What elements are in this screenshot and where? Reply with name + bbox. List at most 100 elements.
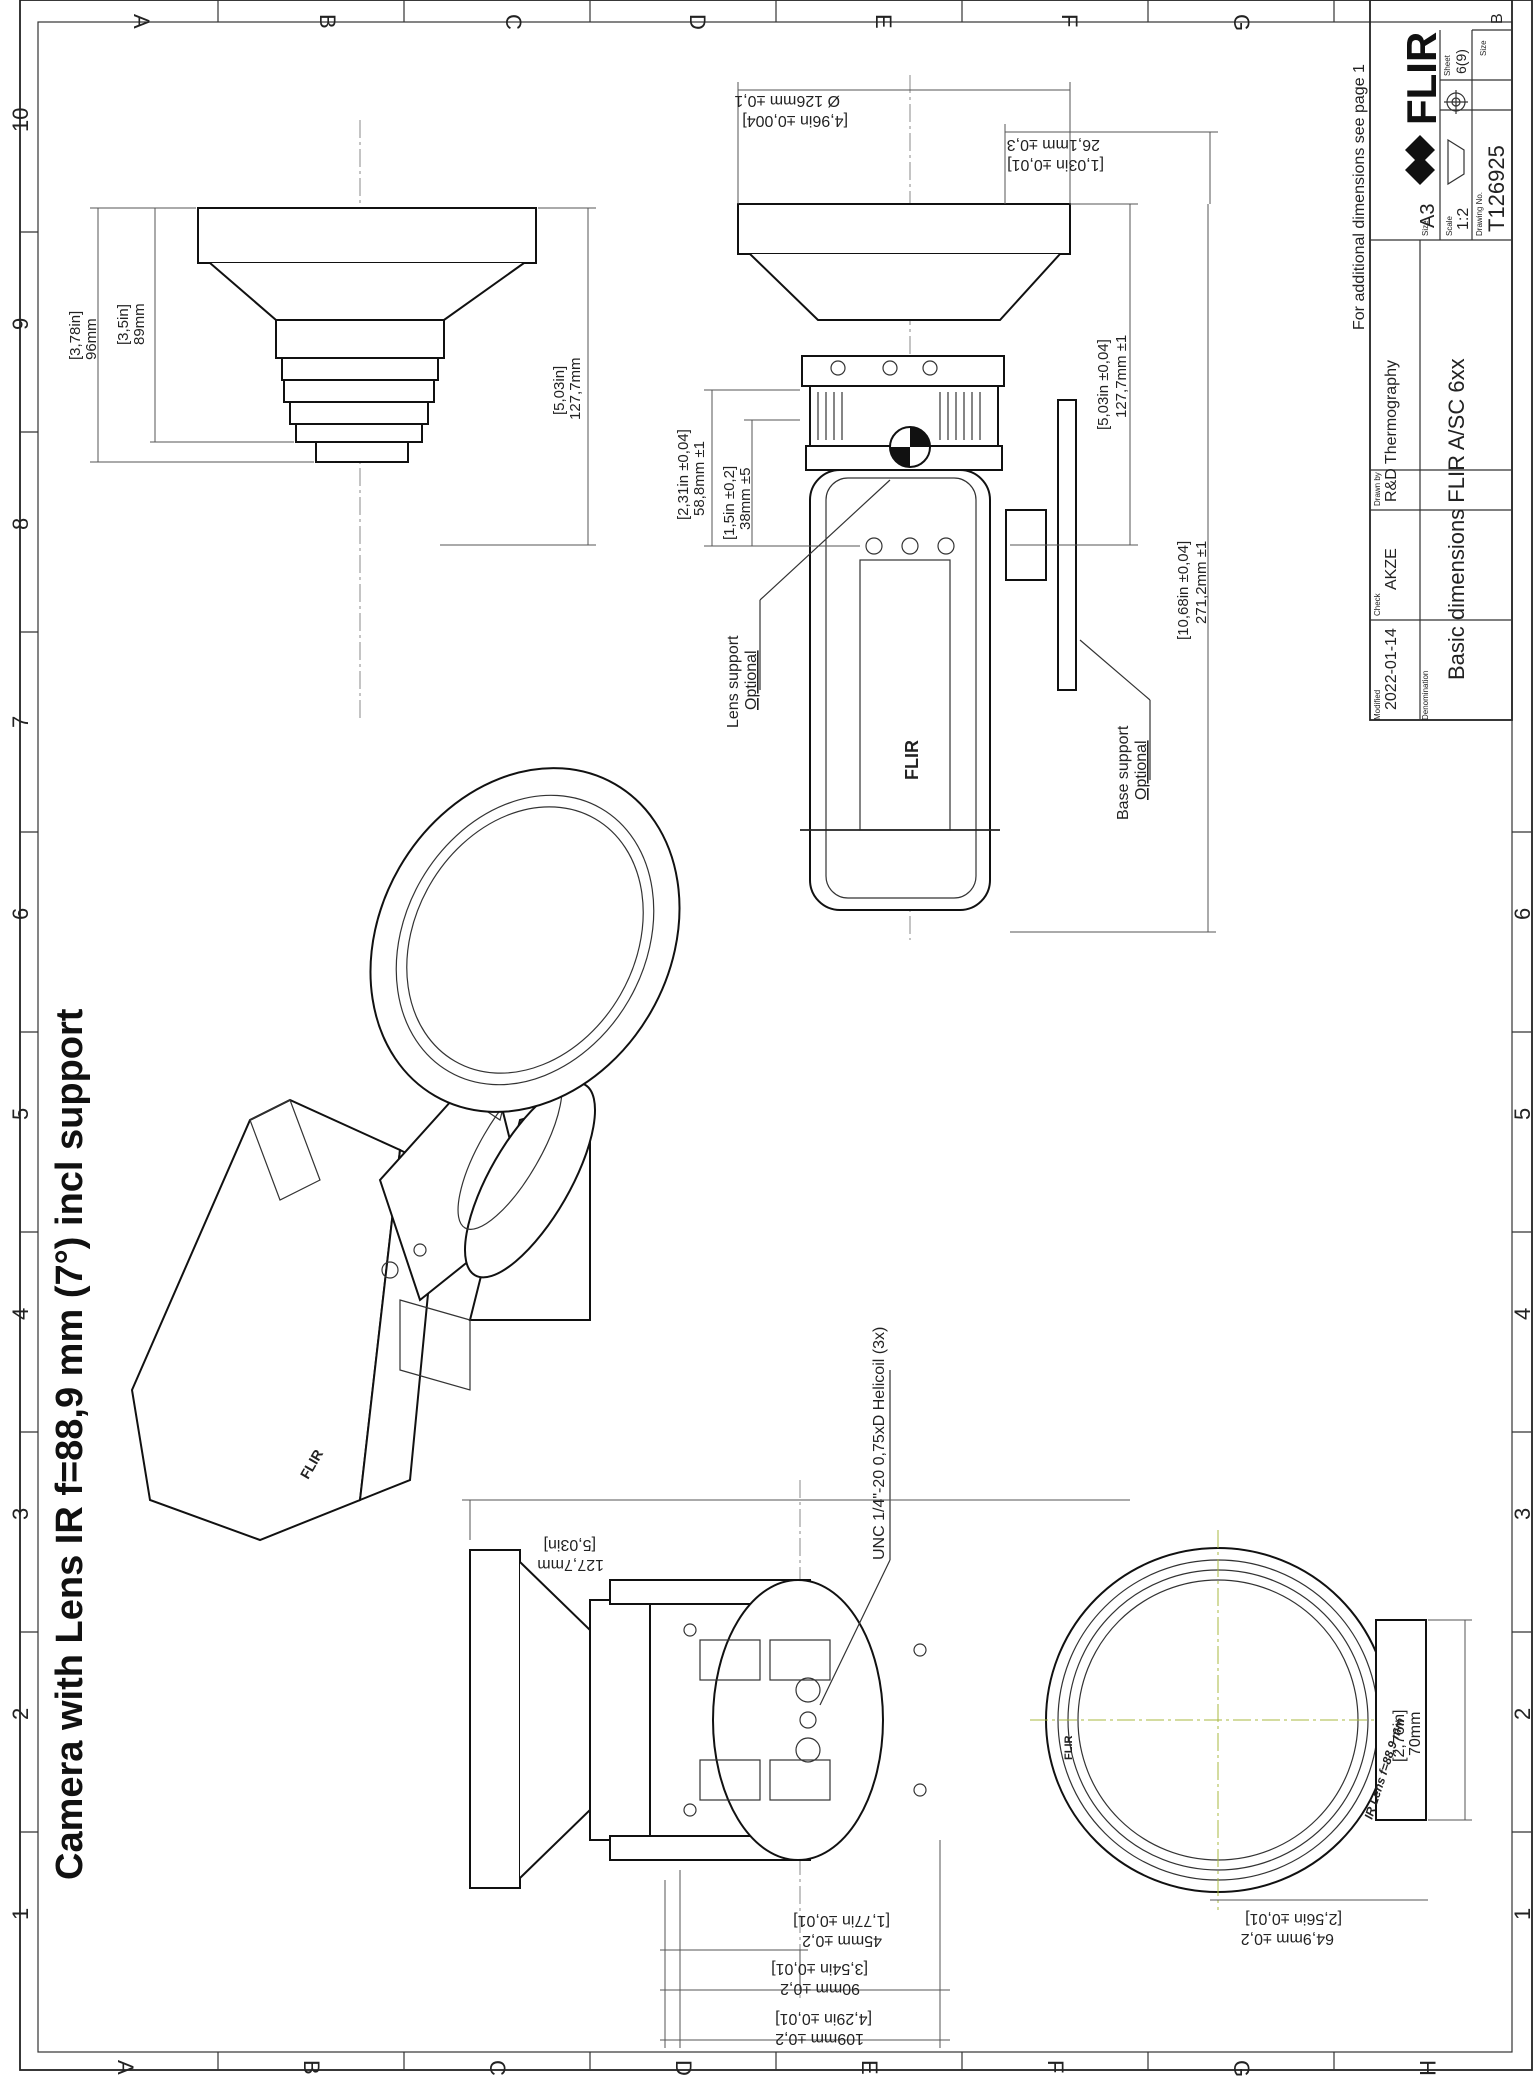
dim-271-inch: [10,68in ±0,04] xyxy=(1175,541,1192,640)
size-label: Size xyxy=(1421,220,1430,236)
camera-body xyxy=(809,469,991,911)
dim-bottom-109-mm: 109mm ±0,2 xyxy=(775,2030,864,2047)
inner-frame xyxy=(37,21,1513,2053)
additional-dimensions-note: For additional dimensions see page 1 xyxy=(1351,64,1368,330)
dim-271-mm: 271,2mm ±1 xyxy=(1193,541,1210,624)
grid-letter-f: F xyxy=(1057,14,1082,27)
grid-number-5-right: 5 xyxy=(1510,1108,1535,1120)
drawing-number-label: Drawing No. xyxy=(1475,192,1484,236)
flir-logo: FLIR xyxy=(1398,32,1445,185)
dim-58-mm: 58,8mm ±1 xyxy=(691,441,708,516)
grid-number-2-right: 2 xyxy=(1510,1708,1535,1720)
grid-letter-d: D xyxy=(685,14,710,30)
dim-26-inch: [1,03in ±0,01] xyxy=(1007,156,1104,173)
dim-96-mm: 96mm xyxy=(83,318,100,360)
grid-left: 1 2 3 4 5 6 7 8 9 10 xyxy=(8,108,38,1920)
dim-127-side-inch: [5,03in ±0,04] xyxy=(1095,339,1112,430)
projection-symbol-icon xyxy=(1444,90,1468,186)
grid-number-6: 6 xyxy=(8,908,33,920)
modified-label: Modified xyxy=(1373,690,1382,720)
dim-89-mm: 89mm xyxy=(131,303,148,345)
grid-number-8: 8 xyxy=(8,518,33,530)
dim-bottom-127-mm: 127,7mm xyxy=(537,1556,604,1573)
sheet-value: 6(9) xyxy=(1453,49,1469,74)
base-support-label: Base support xyxy=(1115,725,1132,820)
grid-number-10: 10 xyxy=(8,108,33,132)
grid-number-3: 3 xyxy=(8,1508,33,1520)
size2-value: B xyxy=(1489,13,1506,24)
grid-number-6-right: 6 xyxy=(1510,908,1535,920)
grid-top: A B C D E F G xyxy=(129,0,1335,31)
grid-letter-b-bottom: B xyxy=(299,2060,324,2075)
dim-bottom-45-inch: [1,77in ±0,01] xyxy=(793,1912,890,1929)
grid-letter-a-bottom: A xyxy=(113,2060,138,2075)
dim-89-inch: [3,5in] xyxy=(115,304,132,345)
grid-number-9: 9 xyxy=(8,318,33,330)
dim-bottom-45-mm: 45mm ±0,2 xyxy=(802,1932,882,1949)
body-brand-label: FLIR xyxy=(902,740,922,780)
camera-side-dimensions: Ø 126mm ±0,1 [4,96in ±0,004] 26,1mm ±0,3… xyxy=(675,82,1218,933)
dim-126-inch: [4,96in ±0,004] xyxy=(742,112,848,129)
dim-127-mm: 127,7mm xyxy=(567,357,584,420)
camera-side-view: FLIR xyxy=(737,75,1077,940)
base-support-optional: Optional xyxy=(1133,740,1150,800)
size2-label: Size xyxy=(1479,40,1488,56)
flir-logo-text: FLIR xyxy=(1398,32,1445,125)
grid-letter-h-bottom: H xyxy=(1415,2060,1440,2076)
dim-38-mm: 38mm ±5 xyxy=(737,468,754,530)
iso-lens-hood xyxy=(369,767,681,1113)
dim-127-side-mm: 127,7mm ±1 xyxy=(1113,335,1130,418)
size-value: A3 xyxy=(1417,204,1439,228)
dim-126-mm: Ø 126mm ±0,1 xyxy=(734,92,840,109)
grid-letter-f-bottom: F xyxy=(1043,2060,1068,2073)
check-value: AKZE xyxy=(1383,548,1400,590)
dim-bottom-127-inch: [5,03in] xyxy=(544,1536,596,1553)
base-plate xyxy=(712,1579,884,1861)
dim-front-70-inch: [2,76in] xyxy=(1391,1710,1408,1762)
scale-value: 1:2 xyxy=(1455,208,1472,230)
grid-bottom: A B C D E F G H xyxy=(113,2052,1440,2077)
grid-number-1-right: 1 xyxy=(1510,1908,1535,1920)
grid-number-7: 7 xyxy=(8,716,33,728)
dim-front-70-mm: 70mm xyxy=(1407,1712,1424,1756)
bottom-view-dimensions: 127,7mm [5,03in] 45mm ±0,2 [1,77in ±0,01… xyxy=(462,1499,1130,2048)
dim-bottom-109-inch: [4,29in ±0,01] xyxy=(775,2010,872,2027)
bottom-view: UNC 1/4"-20 0,75xD Helicoil (3x) xyxy=(469,1327,927,2000)
modified-date: 2022-01-14 xyxy=(1383,628,1400,710)
grid-letter-b: B xyxy=(315,14,340,29)
helicoil-label: UNC 1/4"-20 0,75xD Helicoil (3x) xyxy=(871,1327,888,1560)
front-view-dimensions: [2,76in] 70mm 64,9mm ±0,2 [2,56in ±0,01] xyxy=(1210,1619,1472,1947)
lens-support-label: Lens support xyxy=(725,635,742,728)
grid-letter-d-bottom: D xyxy=(671,2060,696,2076)
grid-number-3-right: 3 xyxy=(1510,1508,1535,1520)
dim-96-inch: [3,78in] xyxy=(67,311,84,360)
dim-front-64-mm: 64,9mm ±0,2 xyxy=(1241,1930,1334,1947)
drawing-title: Camera with Lens IR f=88,9 mm (7°) incl … xyxy=(49,1008,91,1880)
grid-number-4-right: 4 xyxy=(1510,1308,1535,1320)
drawn-by-value: R&D Thermography xyxy=(1383,360,1400,502)
grid-letter-g-bottom: G xyxy=(1229,2060,1254,2077)
dim-bottom-90-mm: 90mm ±0,2 xyxy=(780,1980,860,1997)
check-label: Check xyxy=(1373,592,1382,616)
grid-letter-g: G xyxy=(1229,14,1254,31)
grid-number-1: 1 xyxy=(8,1908,33,1920)
grid-letter-c: C xyxy=(501,14,526,30)
scale-label: Scale xyxy=(1445,215,1454,236)
dim-38-inch: [1,5in ±0,2] xyxy=(721,466,738,540)
grid-letter-a: A xyxy=(129,14,154,29)
lens-support-optional: Optional xyxy=(743,650,760,710)
iso-body xyxy=(130,1098,402,1542)
dim-127-inch: [5,03in] xyxy=(551,366,568,415)
drawing-number-value: T126925 xyxy=(1484,145,1509,232)
grid-letter-e-bottom: E xyxy=(857,2060,882,2075)
dim-58-inch: [2,31in ±0,04] xyxy=(675,429,692,520)
dim-bottom-90-inch: [3,54in ±0,01] xyxy=(771,1960,868,1977)
dim-26-mm: 26,1mm ±0,3 xyxy=(1007,136,1100,153)
front-brand-label: FLIR xyxy=(1063,1736,1075,1760)
dim-front-64-inch: [2,56in ±0,01] xyxy=(1245,1910,1342,1927)
grid-letter-e: E xyxy=(871,14,896,29)
grid-letter-c-bottom: C xyxy=(485,2060,510,2076)
support-callouts: Lens support Optional Base support Optio… xyxy=(725,479,1151,820)
drawn-by-label: Drawn by xyxy=(1373,472,1382,506)
